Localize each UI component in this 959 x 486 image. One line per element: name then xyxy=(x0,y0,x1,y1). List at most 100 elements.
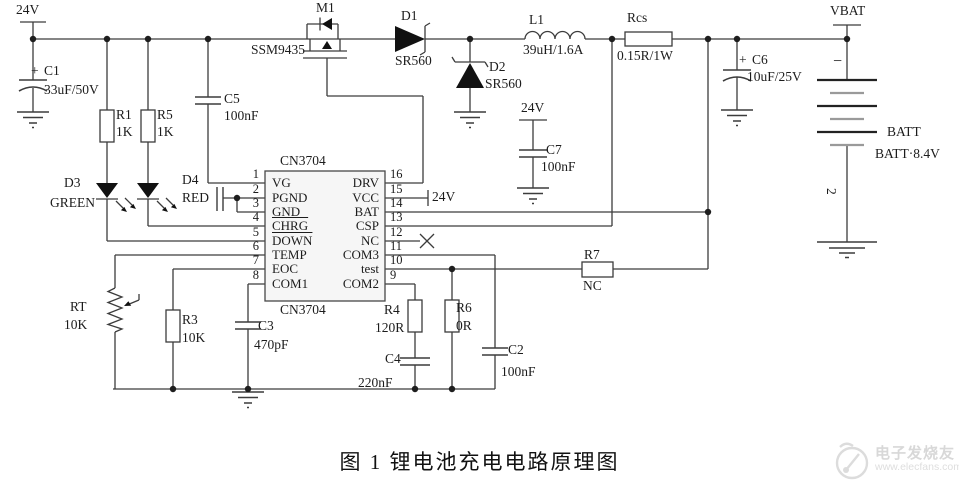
ic-pin-label-gnd: GND xyxy=(272,204,301,219)
r1-value: 1K xyxy=(116,124,133,139)
r5-value: 1K xyxy=(157,124,174,139)
rcs-ref: Rcs xyxy=(627,10,648,25)
c7-value: 100nF xyxy=(541,159,576,174)
ic-pin-label-csp: CSP xyxy=(355,218,379,233)
capacitor-c7-plates xyxy=(519,149,547,158)
wires xyxy=(20,21,861,390)
ic-pin-number-7: 7 xyxy=(252,253,259,267)
ic-pin-label-vg: VG xyxy=(272,175,291,190)
ic-part-bottom: CN3704 xyxy=(280,302,326,317)
ic-part-top: CN3704 xyxy=(280,153,326,168)
c2-ref: C2 xyxy=(508,342,524,357)
c7-ref: C7 xyxy=(546,142,562,157)
rt-value: 10K xyxy=(64,317,88,332)
r1-ref: R1 xyxy=(116,107,132,122)
ic-pin-label-bat: BAT xyxy=(354,204,379,219)
c6-ref: C6 xyxy=(752,52,768,67)
ic-pin-number-3: 3 xyxy=(252,196,259,210)
ic-pin-label-vcc: VCC xyxy=(352,190,379,205)
ground-c6 xyxy=(721,109,753,127)
resistor-rcs-body xyxy=(624,31,673,47)
m1-ref: M1 xyxy=(316,0,335,15)
r6-value: 0R xyxy=(456,318,472,333)
ic-pin-number-10: 10 xyxy=(390,253,403,267)
led-d3-symbol xyxy=(96,183,136,212)
ground-bus xyxy=(232,391,264,409)
thermistor-rt-symbol xyxy=(106,287,140,333)
ic-pin-number-4: 4 xyxy=(252,210,259,224)
resistor-r3-body xyxy=(165,309,181,343)
capacitor-c2-plates xyxy=(482,347,508,356)
nc-cross-mark xyxy=(419,233,435,249)
r4-value: 120R xyxy=(375,320,405,335)
c6-polarity: + xyxy=(739,52,747,67)
r7-value: NC xyxy=(583,278,602,293)
r4-ref: R4 xyxy=(384,302,400,317)
battery-polarity: − xyxy=(833,53,843,70)
ic-pin-number-1: 1 xyxy=(252,167,259,181)
ic-pin-number-15: 15 xyxy=(390,182,403,196)
c4-ref: C4 xyxy=(385,351,401,366)
ground-battery xyxy=(817,241,877,259)
ic-pin-number-9: 9 xyxy=(390,268,397,282)
r5-ref: R5 xyxy=(157,107,173,122)
resistor-r1-body xyxy=(99,109,115,143)
c3-value: 470pF xyxy=(254,337,289,352)
diode-d1-symbol xyxy=(395,22,431,56)
resistor-r4-body xyxy=(407,299,423,333)
ic-cn3704-body xyxy=(264,170,386,302)
ground-c1 xyxy=(17,111,49,129)
capacitor-plates xyxy=(18,69,752,366)
battery-voltage: BATT·8.4V xyxy=(875,146,940,161)
net-label-24v-input: 24V xyxy=(16,2,40,17)
mosfet-m1-symbol xyxy=(303,17,347,59)
l1-value: 39uH/1.6A xyxy=(523,42,584,57)
battery-symbol xyxy=(817,78,877,147)
diode-d2-symbol xyxy=(451,56,489,88)
figure-caption: 图 1 锂电池充电电路原理图 xyxy=(339,450,620,474)
net-label-24v-aux: 24V xyxy=(521,100,545,115)
watermark-brand: 电子发烧友 xyxy=(875,445,956,462)
c5-value: 100nF xyxy=(224,108,259,123)
ground-d2 xyxy=(454,111,486,129)
capacitor-c6-plates xyxy=(722,69,752,82)
battery-cell-mark: 2 xyxy=(824,188,839,195)
ic-pin-number-8: 8 xyxy=(252,268,259,282)
m1-part: SSM9435 xyxy=(251,42,306,57)
ic-pin-number-12: 12 xyxy=(390,225,403,239)
led-d4-symbol xyxy=(137,183,177,212)
ic-pin-label-nc: NC xyxy=(360,233,379,248)
inductor-l1-symbol xyxy=(524,30,586,40)
ic-pin-number-5: 5 xyxy=(252,225,259,239)
ground-c7 xyxy=(517,187,549,205)
resistor-r7-body xyxy=(581,261,614,278)
rcs-value: 0.15R/1W xyxy=(617,48,673,63)
resistor-r5-body xyxy=(140,109,156,143)
ic-pin-label-pgnd: PGND xyxy=(272,190,308,205)
resistor-bodies xyxy=(99,31,673,343)
r3-value: 10K xyxy=(182,330,206,345)
d1-ref: D1 xyxy=(401,8,418,23)
r6-ref: R6 xyxy=(456,300,472,315)
d4-ref: D4 xyxy=(182,172,199,187)
r7-ref: R7 xyxy=(584,247,600,262)
pgnd-terminal-bars xyxy=(216,187,224,211)
l1-ref: L1 xyxy=(529,12,544,27)
c3-ref: C3 xyxy=(258,318,274,333)
capacitor-c5-plates xyxy=(195,96,221,105)
ic-pin-label-drv: DRV xyxy=(352,175,379,190)
d3-ref: D3 xyxy=(64,175,81,190)
ic-pin-number-11: 11 xyxy=(390,239,403,253)
c1-ref: C1 xyxy=(44,63,60,78)
c5-ref: C5 xyxy=(224,91,240,106)
junction-dots xyxy=(29,35,851,393)
resistor-r6-body xyxy=(444,299,460,333)
c1-value: 33uF/50V xyxy=(44,82,99,97)
ic-pin-label-chrg: CHRG xyxy=(272,218,309,233)
ic-pin-label-com2: COM2 xyxy=(342,276,379,291)
net-label-24v-vcc: 24V xyxy=(432,189,456,204)
ic-pin-label-eoc: EOC xyxy=(272,261,298,276)
ic-pin-number-16: 16 xyxy=(390,167,403,181)
ic-pin-number-2: 2 xyxy=(252,182,259,196)
